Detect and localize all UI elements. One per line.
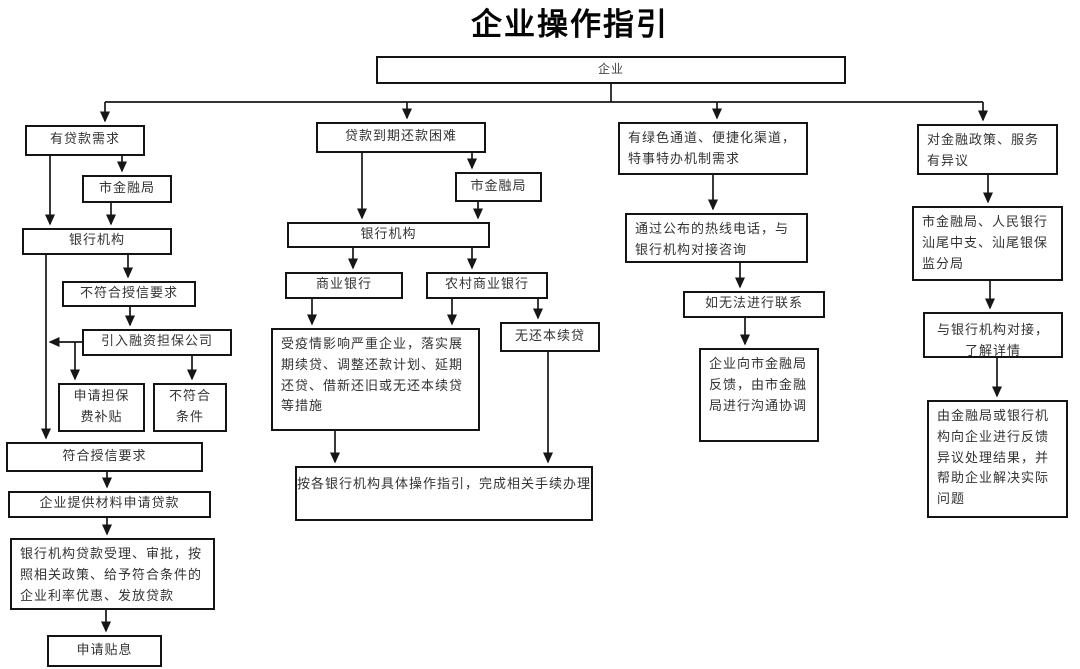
node-contact-bank-details: 与银行机构对接，了解详情 <box>923 312 1063 359</box>
node-feedback-coordination: 企业向市金融局反馈，由市金融局进行沟通协调 <box>699 348 819 442</box>
node-credit-met: 符合授信要求 <box>6 442 203 472</box>
node-credit-not-met: 不符合授信要求 <box>62 281 196 307</box>
node-green-channel-demand: 有绿色通道、便捷化渠道，特事特办机制需求 <box>618 122 808 175</box>
node-not-eligible: 不符合条件 <box>153 383 227 432</box>
node-bank-institutions-2: 银行机构 <box>287 222 490 248</box>
page-title: 企业操作指引 <box>471 7 669 43</box>
node-guarantee-fee-subsidy: 申请担保费补贴 <box>58 383 145 432</box>
node-commercial-bank: 商业银行 <box>285 272 403 299</box>
node-follow-bank-guide: 按各银行机构具体操作指引，完成相关手续办理 <box>295 466 593 521</box>
node-repayment-difficulty: 贷款到期还款困难 <box>316 122 486 153</box>
node-loan-demand: 有贷款需求 <box>25 125 145 156</box>
node-epidemic-measures: 受疫情影响严重企业，落实展期续贷、调整还款计划、延期还贷、借新还旧或无还本续贷等… <box>271 328 480 431</box>
node-guarantee-company: 引入融资担保公司 <box>82 329 232 356</box>
node-apply-loan-materials: 企业提供材料申请贷款 <box>8 491 211 518</box>
node-policy-objection: 对金融政策、服务有异议 <box>917 124 1058 175</box>
node-hotline-consult: 通过公布的热线电话，与银行机构对接咨询 <box>625 213 808 263</box>
node-apply-interest-subsidy: 申请贴息 <box>47 635 162 667</box>
node-bank-institutions-1: 银行机构 <box>22 228 172 255</box>
node-city-financial-bureau-1: 市金融局 <box>82 175 172 203</box>
node-bureau-pboc-cbirc: 市金融局、人民银行汕尾中支、汕尾银保监分局 <box>912 206 1063 281</box>
node-enterprise: 企业 <box>376 56 846 84</box>
node-cannot-contact: 如无法进行联系 <box>683 291 825 318</box>
node-city-financial-bureau-2: 市金融局 <box>455 172 542 202</box>
node-no-principal-renewal: 无还本续贷 <box>500 322 600 352</box>
node-bank-loan-process: 银行机构贷款受理、审批，按照相关政策、给予符合条件的企业利率优惠、发放贷款 <box>10 538 215 610</box>
node-objection-result: 由金融局或银行机构向企业进行反馈异议处理结果，并帮助企业解决实际问题 <box>927 400 1068 518</box>
node-rural-commercial-bank: 农村商业银行 <box>426 272 548 299</box>
